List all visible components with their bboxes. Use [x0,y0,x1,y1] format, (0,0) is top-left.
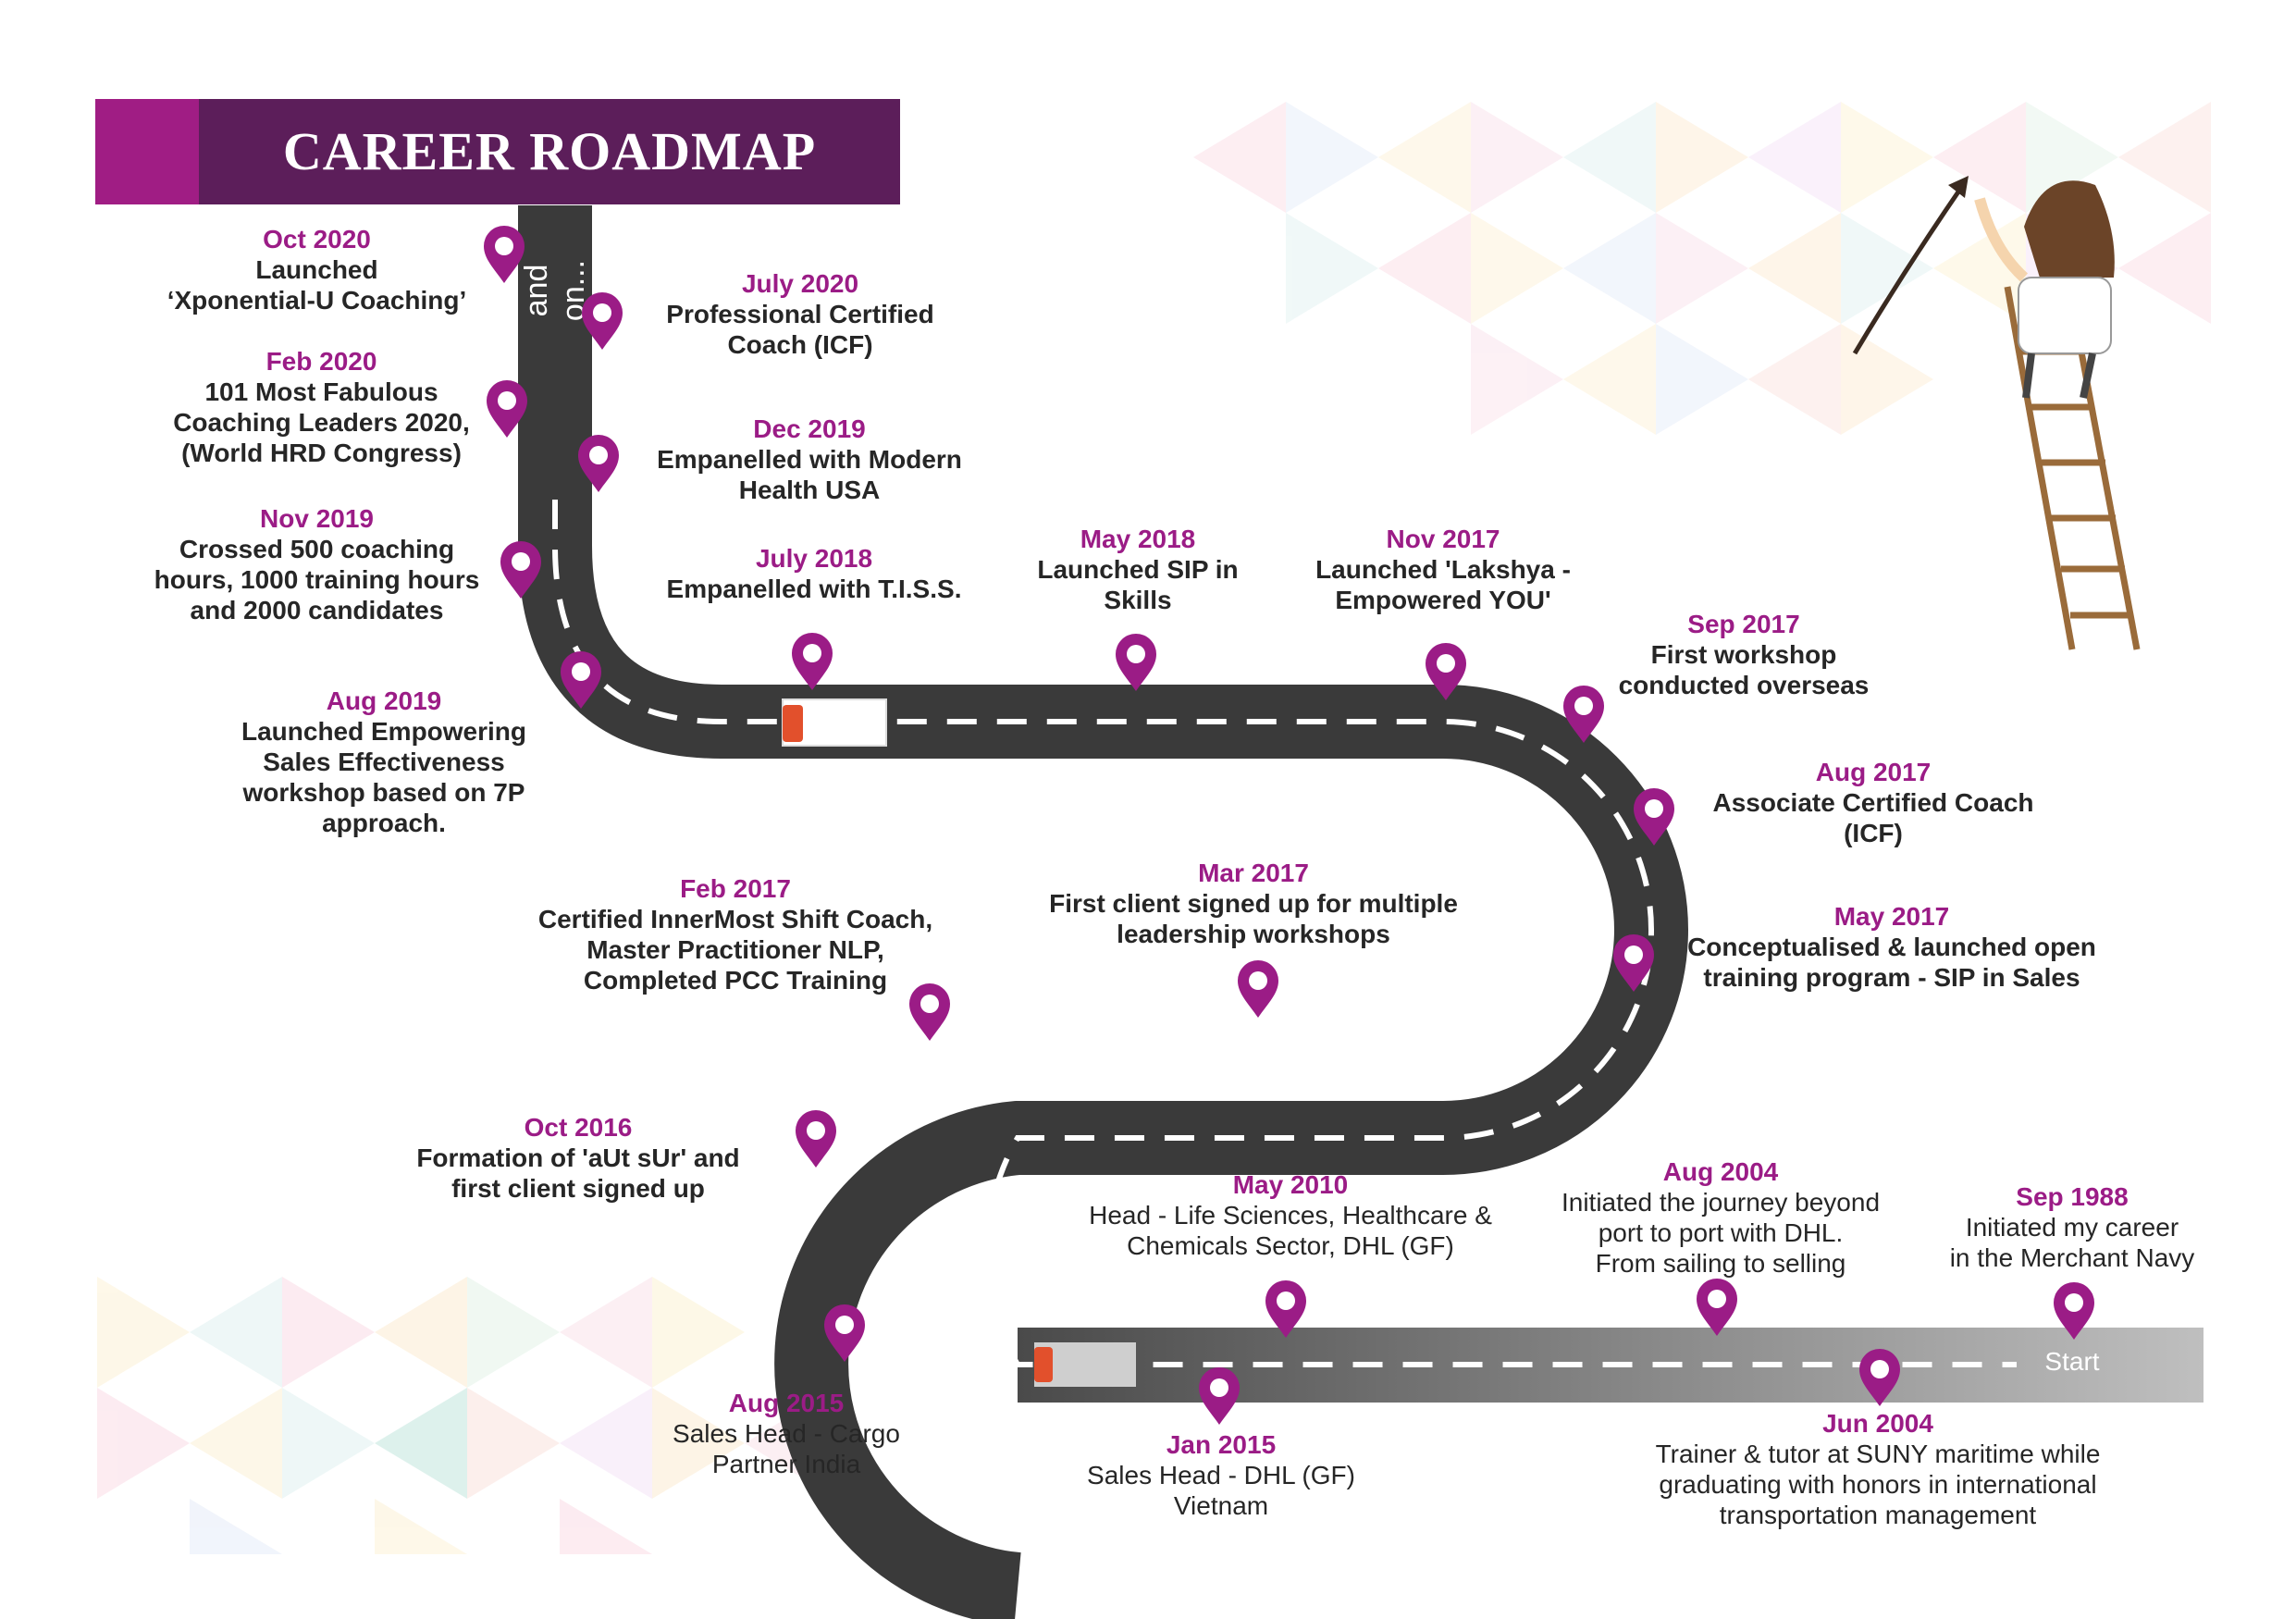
map-pin-icon [561,651,601,709]
map-pin-icon [1426,643,1466,700]
map-pin-icon [487,380,527,438]
mosaic-background-top-right [1193,102,2211,435]
map-pin-icon [578,435,619,492]
milestone-nov-2019: Nov 2019 Crossed 500 coaching hours, 100… [154,504,480,624]
map-pin-icon [1859,1349,1900,1406]
upward-arrow-icon [1852,176,1969,355]
milestone-jan-2015: Jan 2015 Sales Head - DHL (GF) Vietnam [1087,1430,1355,1520]
milestone-aug-2019: Aug 2019 Launched Empowering Sales Effec… [241,686,527,837]
header-accent [95,99,199,204]
milestone-july-2018: July 2018 Empanelled with T.I.S.S. [666,544,962,603]
milestone-jun-2004: Jun 2004 Trainer & tutor at SUNY maritim… [1655,1409,2101,1529]
milestone-nov-2017: Nov 2017 Launched 'Lakshya - Empowered Y… [1315,525,1571,614]
map-pin-icon [792,633,833,690]
map-pin-icon [1697,1279,1737,1336]
milestone-dec-2019: Dec 2019 Empanelled with Modern Health U… [657,414,962,504]
map-pin-icon [1199,1367,1240,1425]
milestone-oct-2016: Oct 2016 Formation of 'aUt sUr' and firs… [416,1113,740,1203]
milestone-oct-2020: Oct 2020 Launched ‘Xponential-U Coaching… [167,225,467,315]
milestone-july-2020: July 2020 Professional Certified Coach (… [666,269,934,359]
milestone-sep-2017: Sep 2017 First workshop conducted overse… [1618,610,1870,699]
map-pin-icon [1634,788,1674,846]
map-pin-icon [824,1304,865,1362]
map-pin-icon [1613,934,1654,992]
road-center-dashes [552,500,2017,1367]
milestone-feb-2017: Feb 2017 Certified InnerMost Shift Coach… [537,874,933,995]
map-pin-icon [1265,1280,1306,1338]
milestone-aug-2015: Aug 2015 Sales Head - Cargo Partner Indi… [673,1389,900,1478]
truck-icon [1034,1342,1136,1387]
person-icon [1974,180,2115,399]
milestone-feb-2020: Feb 2020 101 Most Fabulous Coaching Lead… [173,347,470,467]
map-pin-icon [909,983,950,1041]
map-pin-icon [1238,960,1278,1018]
header-banner: CAREER ROADMAP [95,99,900,204]
map-pin-icon [582,292,623,350]
map-pin-icon [1116,634,1156,691]
map-pin-icon [2054,1282,2094,1340]
milestone-aug-2004: Aug 2004 Initiated the journey beyond po… [1561,1157,1881,1278]
milestone-may-2017: May 2017 Conceptualised & launched open … [1687,902,2096,992]
map-pin-icon [796,1110,836,1168]
page-title: CAREER ROADMAP [282,121,817,181]
milestone-sep-1988: Sep 1988 Initiated my career in the Merc… [1949,1182,2195,1272]
road-start-label: Start [2044,1347,2100,1376]
milestone-mar-2017: Mar 2017 First client signed up for mult… [1049,859,1458,948]
map-pin-icon [500,541,541,599]
map-pin-icon [484,226,525,283]
truck-icon [782,698,887,747]
milestone-may-2018: May 2018 Launched SIP in Skills [1037,525,1239,614]
map-pin-icon [1563,686,1604,743]
milestone-may-2010: May 2010 Head - Life Sciences, Healthcar… [1089,1170,1492,1260]
milestone-aug-2017: Aug 2017 Associate Certified Coach (ICF) [1712,758,2034,847]
